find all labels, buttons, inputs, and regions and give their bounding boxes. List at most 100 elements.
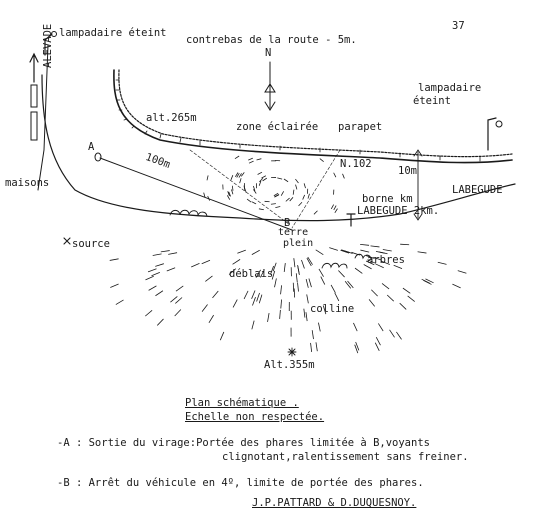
point-a-marker xyxy=(94,152,102,162)
hill-hatch-stroke xyxy=(201,259,211,265)
hill-hatch-stroke xyxy=(338,270,345,278)
hill-hatch-stroke xyxy=(457,270,467,274)
light-hatch-stroke xyxy=(240,172,245,177)
light-hatch-stroke xyxy=(230,175,234,180)
hill-hatch-stroke xyxy=(175,297,183,304)
hill-hatch-stroke xyxy=(205,275,213,282)
light-hatch-stroke xyxy=(342,173,345,179)
alt-265-label: alt.265m xyxy=(146,112,197,124)
north-arrow-head xyxy=(264,83,276,93)
hill-hatch-stroke xyxy=(351,251,361,256)
light-hatch-stroke xyxy=(319,158,324,162)
point-b-label: B xyxy=(284,217,291,229)
hill-hatch-stroke xyxy=(378,323,384,332)
deblais-label: déblais xyxy=(229,268,274,280)
hill-hatch-stroke xyxy=(389,329,395,338)
light-hatch-stroke xyxy=(283,178,289,183)
hill-hatch-stroke xyxy=(308,278,312,288)
light-hatch-stroke xyxy=(231,185,234,191)
labegude-2km-label: LABEGUDE 2km. xyxy=(357,205,440,217)
light-hatch-stroke xyxy=(243,185,246,191)
caption-title: Plan schématique . xyxy=(185,397,299,409)
hill-hatch-stroke xyxy=(170,296,178,303)
hill-hatch-stroke xyxy=(251,320,255,330)
light-hatch-stroke xyxy=(236,172,240,178)
sight-line-a-b xyxy=(99,157,293,231)
hill-hatch-stroke xyxy=(310,342,313,352)
hill-hatch-stroke xyxy=(258,294,263,304)
light-hatch-stroke xyxy=(302,194,306,200)
light-hatch-stroke xyxy=(257,171,263,175)
hill-hatch-stroke xyxy=(417,251,427,254)
parapet-hatching xyxy=(115,79,481,162)
hill-hatch-stroke xyxy=(270,265,274,275)
light-hatch-stroke xyxy=(275,206,281,209)
hill-hatch-stroke xyxy=(353,322,358,332)
lamp-left-label: lampadaire éteint xyxy=(59,27,167,39)
hill-hatch-stroke xyxy=(297,282,299,292)
light-hatch-stroke xyxy=(303,183,306,189)
hill-hatch-stroke xyxy=(375,250,385,254)
borne-km-marker xyxy=(346,213,356,227)
hill-hatch-stroke xyxy=(360,249,370,253)
hill-hatch-stroke xyxy=(367,259,376,264)
bushes-right xyxy=(321,253,372,269)
hill-hatch-stroke xyxy=(155,290,164,297)
hill-hatch-stroke xyxy=(301,259,305,269)
hill-hatch-stroke xyxy=(280,285,282,295)
hill-hatch-stroke xyxy=(280,299,282,309)
page-number: 37 xyxy=(452,20,465,32)
light-hatch-stroke xyxy=(270,203,276,205)
north-label: N xyxy=(265,47,272,59)
light-hatch-stroke xyxy=(239,178,242,184)
labegude-label: LABEGUDE xyxy=(452,184,503,196)
n102-label: N.102 xyxy=(340,158,372,170)
hill-hatch-stroke xyxy=(307,256,313,265)
light-hatch-stroke xyxy=(256,158,262,161)
hill-hatch-stroke xyxy=(232,299,238,308)
hill-hatch-stroke xyxy=(297,266,300,276)
hill-hatch-stroke xyxy=(425,278,434,284)
hill-hatch-stroke xyxy=(452,283,461,289)
light-hatch-stroke xyxy=(262,177,268,182)
hill-hatch-stroke xyxy=(256,292,260,302)
hill-hatch-stroke xyxy=(306,257,312,267)
lamp-right-label-2: éteint xyxy=(413,95,451,107)
hill-hatch-stroke xyxy=(175,285,184,292)
contrebas-label: contrebas de la route - 5m. xyxy=(186,34,357,46)
hill-hatch-stroke xyxy=(303,308,306,318)
bushes-left xyxy=(169,209,208,217)
hill-hatch-stroke xyxy=(110,283,119,288)
hill-hatch-stroke xyxy=(365,260,375,266)
hill-hatch-stroke xyxy=(115,299,124,305)
hill-hatch-stroke xyxy=(160,250,170,253)
light-hatch-stroke xyxy=(248,160,254,164)
alevade-road-edge xyxy=(37,44,49,191)
hill-hatch-stroke xyxy=(251,290,256,299)
light-hatch-stroke xyxy=(261,175,267,179)
hill-hatch-stroke xyxy=(330,284,336,293)
hill-hatch-stroke xyxy=(386,294,395,302)
light-hatch-stroke xyxy=(295,178,299,184)
hill-hatch-stroke xyxy=(370,245,380,248)
terre-plein-label-2: plein xyxy=(283,238,314,249)
hill-hatch-stroke xyxy=(318,268,324,277)
lamp-right-post xyxy=(487,117,497,151)
hill-hatch-stroke xyxy=(201,304,208,312)
hill-hatch-stroke xyxy=(399,302,407,310)
hill-hatch-stroke xyxy=(212,290,219,299)
arbres-label: arbres xyxy=(367,254,405,266)
terre-plein-label-1: terre xyxy=(278,227,309,238)
hill-hatch-stroke xyxy=(156,318,164,326)
hill-hatch-stroke xyxy=(243,290,249,300)
hill-hatch-stroke xyxy=(272,262,277,272)
light-hatch-stroke xyxy=(246,198,252,203)
hill-hatch-stroke xyxy=(344,281,352,289)
light-hatch-stroke xyxy=(313,210,318,215)
hill-hatch-stroke xyxy=(152,253,162,256)
zone-eclairee-label: zone éclairée xyxy=(236,121,319,133)
peak-marker xyxy=(287,347,297,357)
light-hatch-stroke xyxy=(227,191,230,197)
note-b: -B : Arrêt du véhicule en 4º, limite de … xyxy=(57,477,424,489)
light-hatch-stroke xyxy=(280,191,285,196)
